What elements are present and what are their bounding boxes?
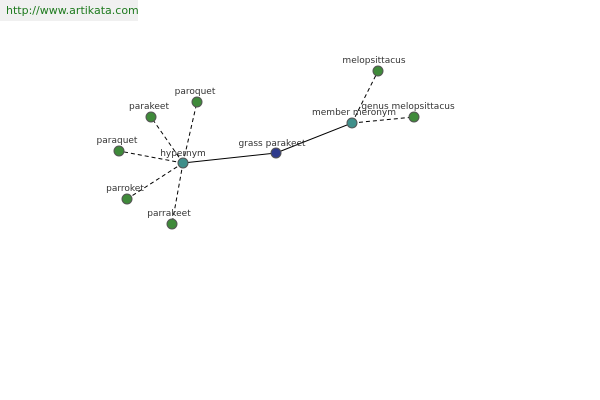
node-grass-parakeet[interactable] [270, 147, 282, 159]
graph-edges [118, 70, 415, 225]
node-genus-melopsittacus[interactable] [408, 111, 420, 123]
edge-hypernym-parakeet [150, 116, 184, 164]
label-parakeet: parakeet [129, 102, 169, 112]
url-banner: http://www.artikata.com [0, 0, 139, 21]
node-melopsittacus[interactable] [372, 65, 384, 77]
edge-hypernym-parrakeet [171, 162, 184, 225]
graph-nodes: grass parakeet hypernym member meronym p… [97, 56, 455, 230]
edge-grass-parakeet-member-meronym [275, 122, 353, 154]
edge-hypernym-paroquet [182, 101, 198, 164]
node-paroquet[interactable] [191, 96, 203, 108]
node-parroket[interactable] [121, 193, 133, 205]
node-member-meronym[interactable] [346, 117, 358, 129]
node-hypernym[interactable] [177, 157, 189, 169]
edge-hypernym-paraquet [118, 150, 184, 164]
label-parroket: parroket [106, 184, 144, 194]
label-genus-melopsittacus: genus melopsittacus [361, 102, 455, 112]
label-parrakeet: parrakeet [147, 209, 191, 219]
node-paraquet[interactable] [113, 145, 125, 157]
label-paroquet: paroquet [175, 87, 216, 97]
edge-member-meronym-melopsittacus [351, 70, 379, 124]
edge-member-meronym-genus-melopsittacus [351, 116, 415, 124]
label-grass-parakeet: grass parakeet [238, 139, 306, 149]
label-hypernym: hypernym [160, 149, 206, 159]
node-parakeet[interactable] [145, 111, 157, 123]
label-member-meronym: member meronym [312, 108, 396, 118]
edge-grass-parakeet-hypernym [182, 152, 277, 164]
node-parrakeet[interactable] [166, 218, 178, 230]
label-paraquet: paraquet [97, 136, 138, 146]
label-melopsittacus: melopsittacus [342, 56, 405, 66]
site-url-link[interactable]: http://www.artikata.com [6, 4, 139, 17]
